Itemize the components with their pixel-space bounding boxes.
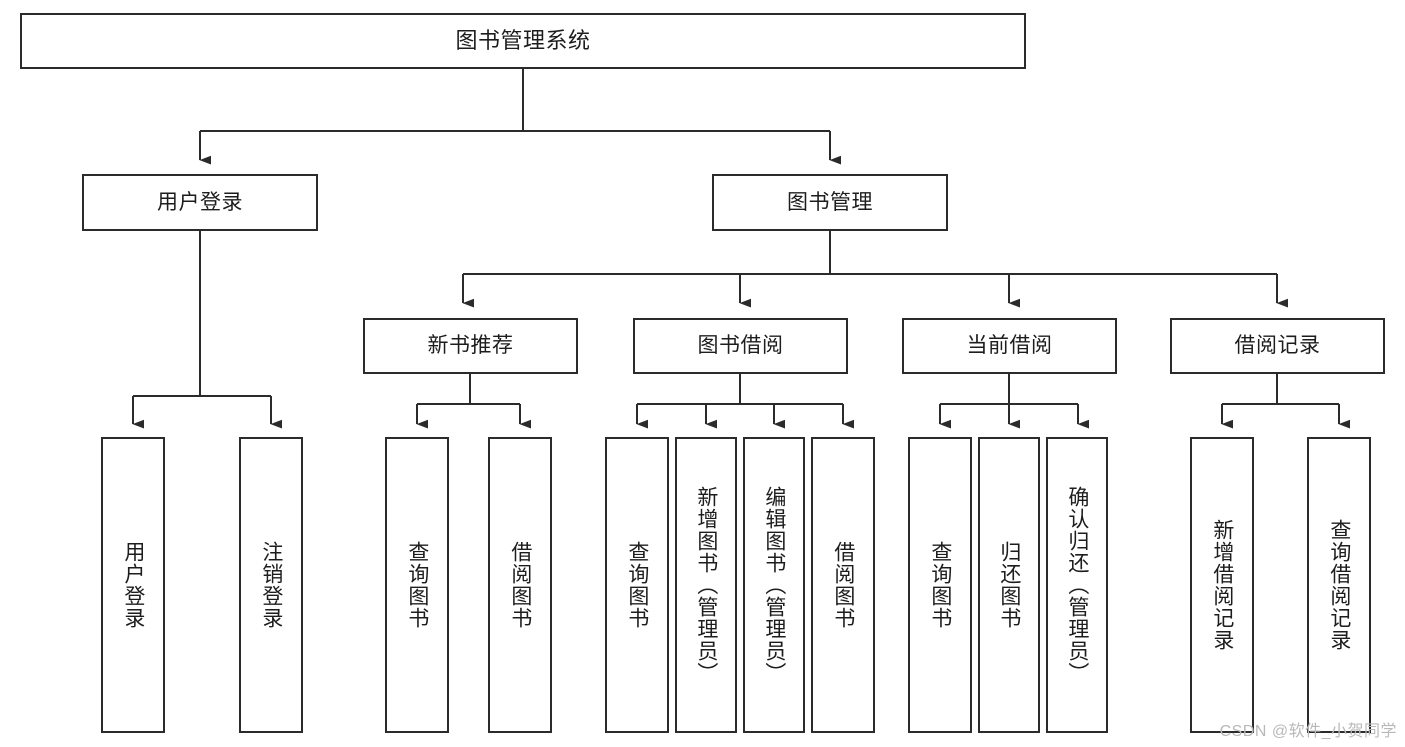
leaf-borrow-book-2[interactable]: 借阅图书: [811, 437, 875, 733]
leaf-logout[interactable]: 注销登录: [239, 437, 303, 733]
node-label: 当前借阅: [966, 334, 1053, 358]
node-label: 注销登录: [259, 541, 283, 629]
node-label: 图书管理: [787, 190, 873, 214]
node-label: 新增借阅记录: [1210, 519, 1234, 651]
node-label: 确认归还（管理员）: [1065, 486, 1089, 684]
node-current-borrow[interactable]: 当前借阅: [902, 318, 1117, 374]
node-label: 图书借阅: [697, 334, 784, 358]
leaf-add-book[interactable]: 新增图书（管理员）: [675, 437, 737, 733]
node-book-management[interactable]: 图书管理: [712, 174, 948, 231]
leaf-borrow-book-1[interactable]: 借阅图书: [488, 437, 552, 733]
node-label: 新增图书（管理员）: [694, 486, 718, 684]
node-label: 借阅图书: [508, 541, 532, 629]
node-book-borrow[interactable]: 图书借阅: [633, 318, 848, 374]
node-label: 用户登录: [121, 541, 145, 629]
node-label: 查询借阅记录: [1327, 519, 1351, 651]
leaf-confirm-return[interactable]: 确认归还（管理员）: [1046, 437, 1108, 733]
leaf-return-book[interactable]: 归还图书: [978, 437, 1040, 733]
leaf-add-record[interactable]: 新增借阅记录: [1190, 437, 1254, 733]
node-label: 归还图书: [997, 541, 1021, 629]
node-label: 编辑图书（管理员）: [762, 486, 786, 684]
node-label: 图书管理系统: [455, 27, 591, 53]
leaf-query-book-2[interactable]: 查询图书: [605, 437, 669, 733]
leaf-edit-book[interactable]: 编辑图书（管理员）: [743, 437, 805, 733]
node-root-book-management-system[interactable]: 图书管理系统: [20, 13, 1026, 69]
node-label: 新书推荐: [427, 334, 514, 358]
node-label: 查询图书: [928, 541, 952, 629]
leaf-query-book-3[interactable]: 查询图书: [908, 437, 972, 733]
node-label: 查询图书: [625, 541, 649, 629]
node-user-login[interactable]: 用户登录: [82, 174, 318, 231]
leaf-query-book-1[interactable]: 查询图书: [385, 437, 449, 733]
node-label: 用户登录: [157, 190, 243, 214]
leaf-user-login[interactable]: 用户登录: [101, 437, 165, 733]
node-label: 借阅记录: [1234, 334, 1321, 358]
node-new-book-recommend[interactable]: 新书推荐: [363, 318, 578, 374]
node-label: 借阅图书: [831, 541, 855, 629]
node-label: 查询图书: [405, 541, 429, 629]
leaf-query-record[interactable]: 查询借阅记录: [1307, 437, 1371, 733]
node-borrow-record[interactable]: 借阅记录: [1170, 318, 1385, 374]
